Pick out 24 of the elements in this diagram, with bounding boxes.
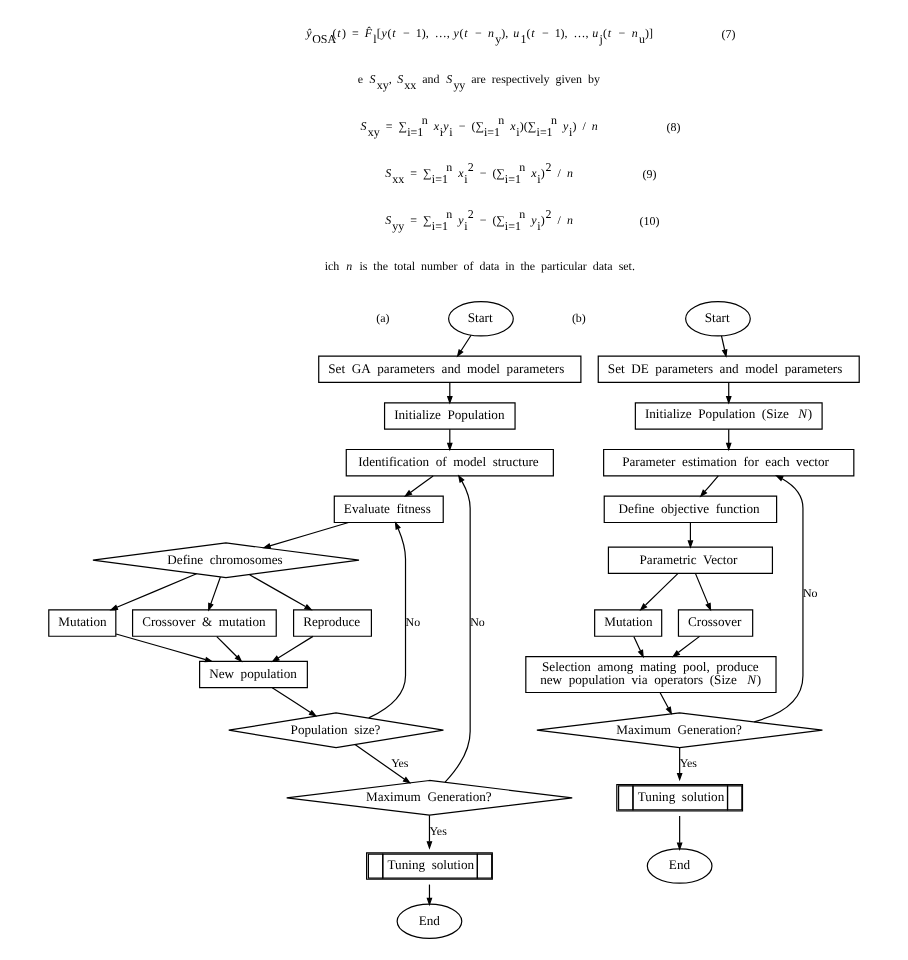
- arrow: [271, 687, 318, 717]
- arrow: [676, 747, 683, 782]
- arrow: [694, 573, 712, 612]
- arrow: [633, 636, 644, 659]
- arrow: [354, 744, 412, 784]
- arrow: [444, 474, 471, 783]
- arrow: [659, 692, 673, 716]
- arrow: [216, 636, 243, 663]
- arrow: [368, 521, 407, 719]
- arrow: [671, 635, 701, 658]
- arrow: [109, 573, 198, 611]
- arrow: [426, 814, 433, 850]
- arrow: [456, 334, 472, 358]
- arrow: [699, 475, 719, 498]
- arrow: [208, 576, 221, 612]
- arrow: [262, 521, 350, 549]
- arrow: [676, 815, 683, 851]
- arrow: [403, 475, 434, 498]
- arrow: [753, 475, 804, 723]
- arrow: [720, 335, 728, 358]
- arrow: [115, 633, 214, 663]
- arrow: [249, 574, 313, 611]
- arrow: [639, 573, 679, 611]
- arrow: [271, 635, 314, 663]
